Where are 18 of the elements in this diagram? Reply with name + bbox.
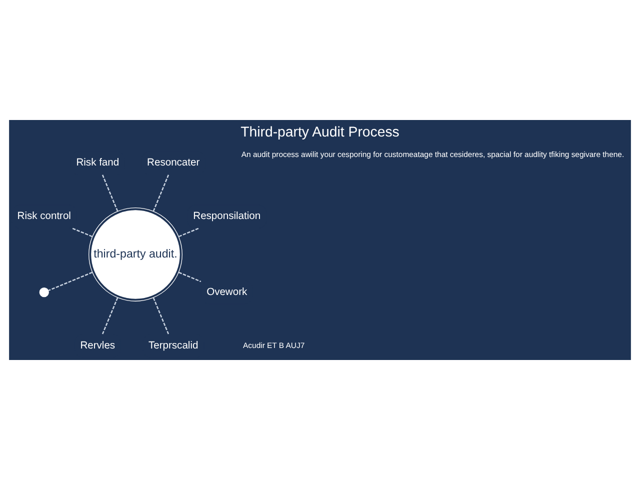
node-text: Terprscalid — [148, 340, 198, 352]
node-text: Risk fand — [76, 158, 120, 169]
node-text: Ovework — [206, 286, 248, 298]
connector — [102, 174, 118, 212]
connector — [102, 298, 118, 334]
node-text: Resoncater — [147, 158, 200, 169]
node-text: Responsilation — [193, 211, 261, 222]
connector — [152, 298, 170, 334]
connector — [178, 272, 202, 282]
connector — [152, 174, 170, 212]
diagram-title: Third-party Audit Process — [240, 123, 400, 140]
node-circle: third-party audit. — [88, 208, 182, 302]
node-text: Risk control — [17, 211, 71, 222]
connector — [48, 272, 92, 292]
node-circle — [39, 288, 49, 298]
connector — [178, 228, 200, 238]
connector — [72, 228, 92, 238]
node-text: Rervles — [80, 340, 116, 352]
